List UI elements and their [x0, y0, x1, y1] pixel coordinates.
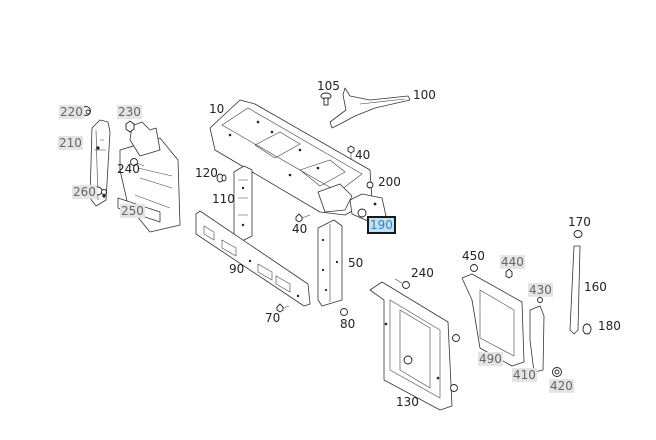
fastener-240-left: [130, 158, 145, 167]
bolt-240-right: [394, 278, 410, 289]
lower-crossmember-90: [195, 210, 311, 307]
callout-180[interactable]: 180: [598, 319, 621, 333]
callout-240-left[interactable]: 240: [117, 162, 140, 176]
callout-420[interactable]: 420: [549, 379, 574, 393]
fastener-40-upper: [347, 145, 355, 160]
bracket-100: [329, 87, 411, 129]
callout-10[interactable]: 10: [209, 102, 225, 116]
callout-260[interactable]: 260: [72, 185, 97, 199]
callout-70[interactable]: 70: [265, 311, 281, 325]
callout-210[interactable]: 210: [58, 136, 83, 150]
fastener-70: [276, 303, 290, 313]
callout-105[interactable]: 105: [317, 79, 340, 93]
grommet-120: [216, 173, 227, 183]
bracket-frame-right: [461, 273, 525, 367]
callout-430[interactable]: 430: [528, 283, 553, 297]
callout-230[interactable]: 230: [117, 105, 142, 119]
fastener-430: [537, 297, 543, 303]
fastener-200: [366, 181, 374, 189]
callout-220[interactable]: 220: [59, 105, 84, 119]
callout-190-selected[interactable]: 190: [367, 216, 396, 234]
callout-440[interactable]: 440: [500, 255, 525, 269]
callout-170[interactable]: 170: [568, 215, 591, 229]
callout-490[interactable]: 490: [478, 352, 503, 366]
clip-105: [320, 92, 332, 106]
fastener-440: [505, 268, 513, 279]
rod-160: [569, 245, 581, 335]
callout-240-right[interactable]: 240: [411, 266, 434, 280]
callout-120[interactable]: 120: [195, 166, 218, 180]
callout-80[interactable]: 80: [340, 317, 356, 331]
callout-410[interactable]: 410: [512, 368, 537, 382]
callout-160[interactable]: 160: [584, 280, 607, 294]
fastener-180: [582, 323, 592, 335]
callout-90[interactable]: 90: [229, 262, 245, 276]
callout-250[interactable]: 250: [120, 204, 145, 218]
mount-190: [349, 193, 387, 223]
callout-200[interactable]: 200: [378, 175, 401, 189]
fastener-170: [573, 230, 583, 238]
callout-450[interactable]: 450: [462, 249, 485, 263]
fastener-80: [340, 308, 348, 316]
bracket-110: [233, 165, 253, 243]
callout-100[interactable]: 100: [413, 88, 436, 102]
callout-130[interactable]: 130: [396, 395, 419, 409]
callout-40-upper[interactable]: 40: [355, 148, 371, 162]
fastener-230: [125, 120, 135, 133]
callout-50[interactable]: 50: [348, 256, 364, 270]
bracket-410: [529, 305, 545, 373]
callout-40-lower[interactable]: 40: [292, 222, 308, 236]
fastener-40-lower: [295, 213, 311, 223]
fastener-420: [552, 367, 562, 377]
frame-130: [369, 281, 460, 411]
pillar-50: [317, 219, 343, 307]
callout-110[interactable]: 110: [212, 192, 235, 206]
fastener-450: [470, 264, 478, 272]
